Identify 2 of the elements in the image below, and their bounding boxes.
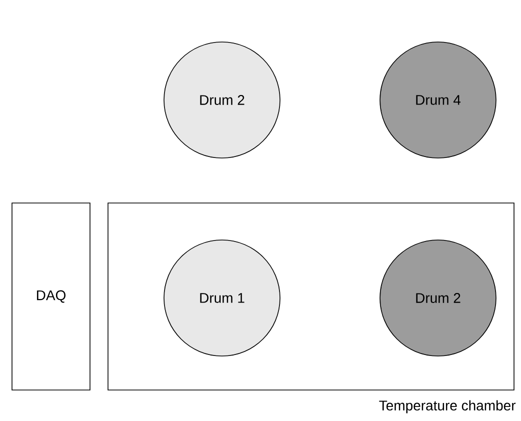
node-label: Temperature chamber — [379, 400, 516, 414]
daq-box: DAQ — [12, 202, 90, 390]
